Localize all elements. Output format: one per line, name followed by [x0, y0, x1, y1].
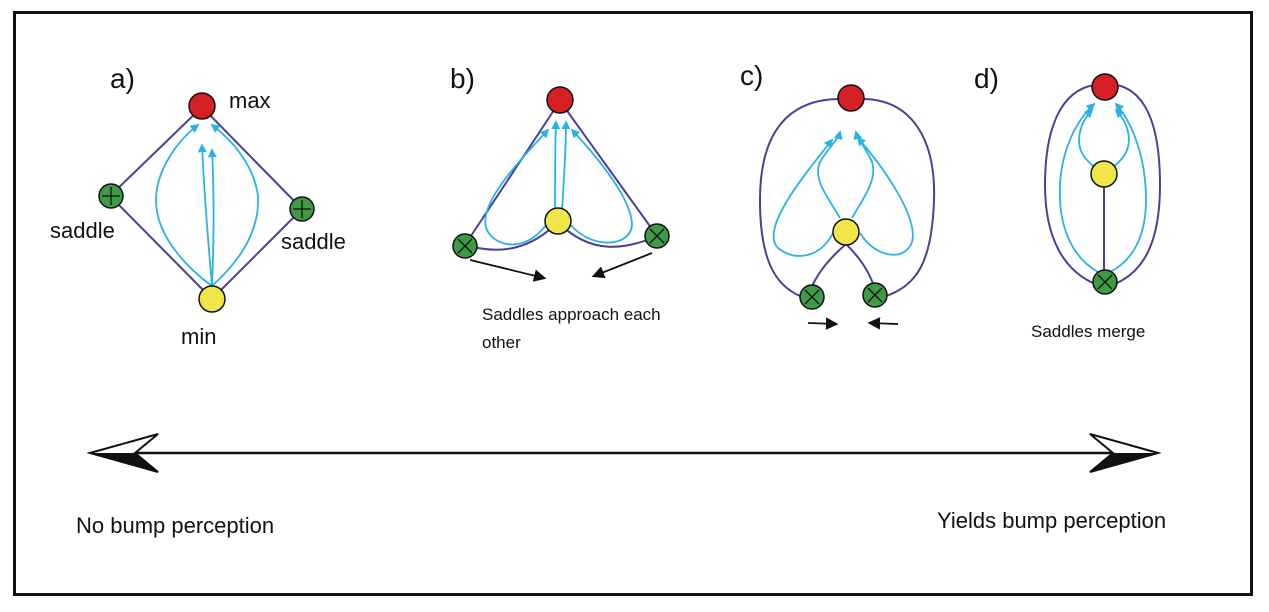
min-label: min — [181, 324, 216, 349]
perception-axis: No bump perception Yields bump perceptio… — [76, 433, 1166, 538]
panel-b-letter: b) — [450, 63, 475, 94]
max-node — [1091, 73, 1119, 101]
panel-b: b) Saddles approach each othe — [450, 63, 670, 352]
panel-b-note-line1: Saddles approach each — [482, 305, 661, 324]
axis-left-arrowhead-shade — [90, 453, 158, 472]
axis-left-label: No bump perception — [76, 513, 274, 538]
approach-arrow-left — [591, 252, 653, 279]
saddle-node-left — [98, 183, 124, 209]
saddle-node-right — [644, 223, 670, 249]
axis-right-label: Yields bump perception — [937, 508, 1166, 533]
panel-a-letter: a) — [110, 63, 135, 94]
merged-saddle-node — [1092, 269, 1118, 295]
panel-c-letter: c) — [740, 60, 763, 91]
max-node — [837, 84, 865, 112]
axis-right-arrowhead-shade — [1090, 453, 1158, 472]
max-label: max — [229, 88, 271, 113]
saddle-node-right — [862, 282, 888, 308]
min-node — [832, 218, 860, 246]
panel-d-flow-lines — [1058, 102, 1147, 273]
saddle-node-left — [799, 284, 825, 310]
panel-b-note-line2: other — [482, 333, 521, 352]
saddle-node-left — [452, 233, 478, 259]
approach-arrow-left — [867, 317, 899, 330]
panel-a-flow-lines — [155, 123, 259, 287]
panel-d-boundary — [1043, 84, 1162, 284]
panel-c-boundary — [758, 98, 936, 297]
panel-a: a) max saddle saddle — [50, 63, 346, 349]
approach-arrow-right — [807, 317, 839, 330]
panel-d-letter: d) — [974, 63, 999, 94]
panel-b-flow-lines — [484, 120, 633, 246]
panel-d: d) Saddles merge — [974, 63, 1162, 341]
saddle-right-label: saddle — [281, 229, 346, 254]
max-node — [188, 92, 216, 120]
panel-c: c) — [740, 60, 936, 330]
panel-d-note: Saddles merge — [1031, 322, 1145, 341]
approach-arrow-right — [469, 259, 547, 282]
saddle-left-label: saddle — [50, 218, 115, 243]
min-node — [1090, 160, 1118, 188]
min-node — [544, 207, 572, 235]
min-node — [198, 285, 226, 313]
saddle-node-right — [289, 196, 315, 222]
panel-c-flow-lines — [772, 130, 914, 257]
max-node — [546, 86, 574, 114]
